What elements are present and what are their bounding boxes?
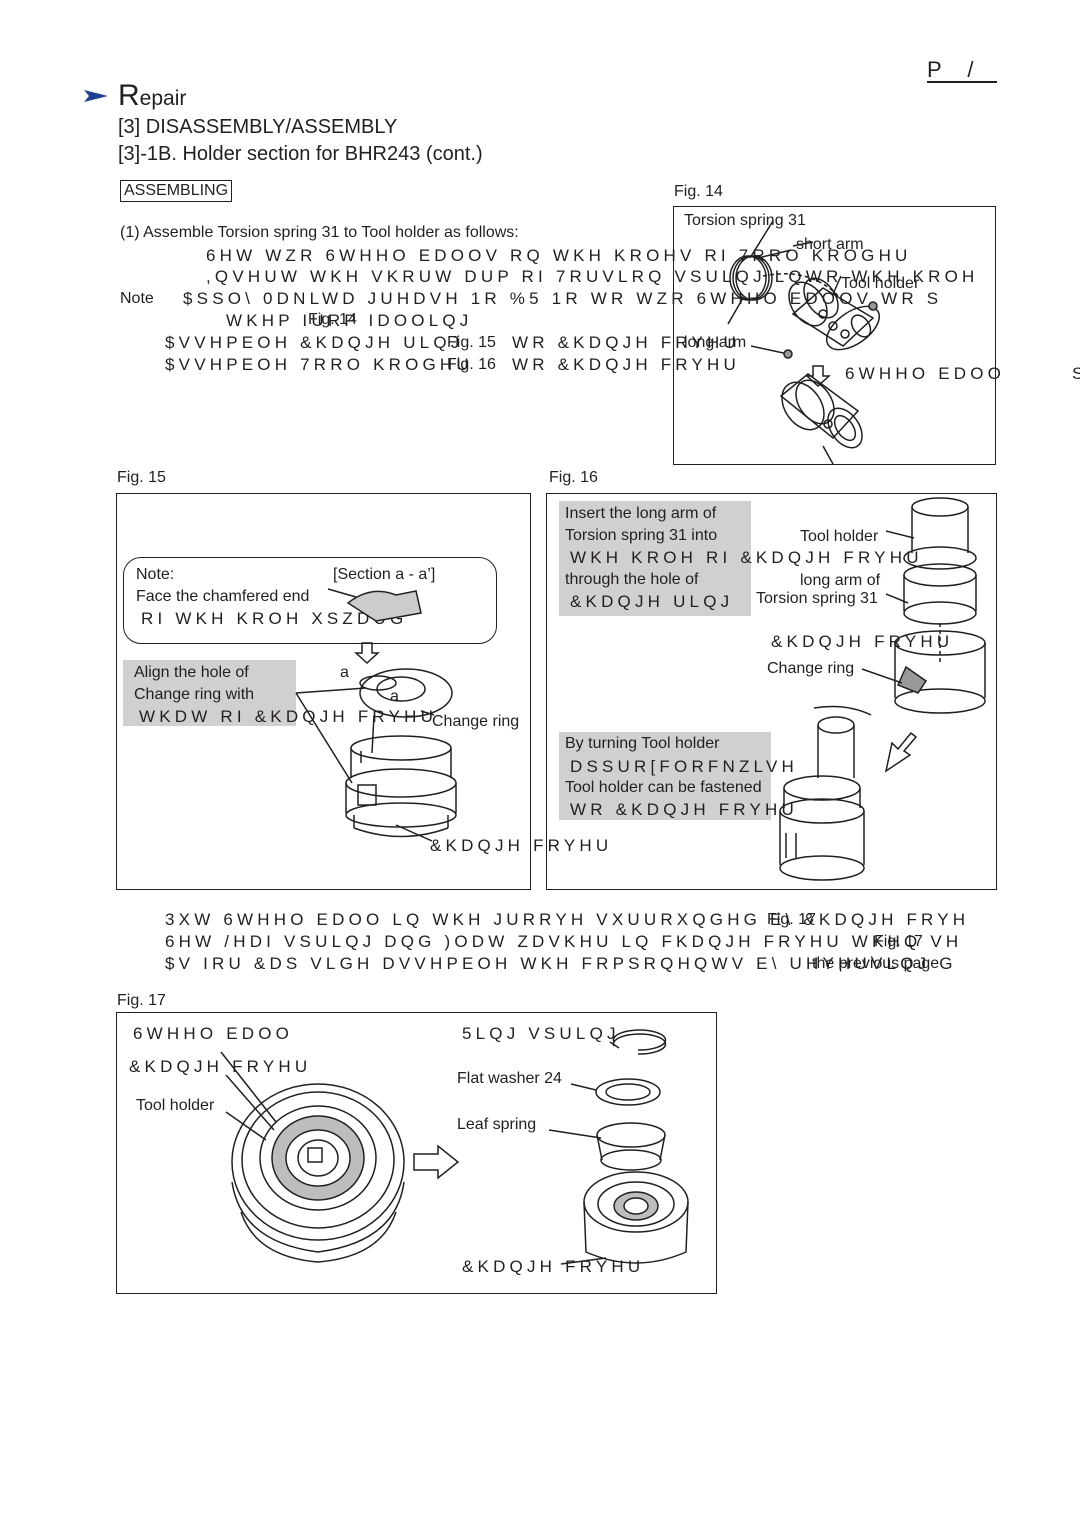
fig15-align-highlight <box>123 660 296 726</box>
fig16-insert5: &KDQJH ULQJ <box>570 592 734 611</box>
fig15-align1: Align the hole of <box>134 664 249 681</box>
step1-text: (1) Assemble Torsion spring 31 to Tool h… <box>120 224 519 241</box>
fig17-caption: Fig. 17 <box>117 992 166 1009</box>
section-arrow-icon <box>84 90 108 102</box>
fig17-steel-ball-label: 6WHHO EDOO <box>133 1024 294 1043</box>
lower-line3: $V IRU &DS VLGH DVVHPEOH WKH FRPSRQHQWV … <box>165 954 957 973</box>
fig16-turn2: DSSUR[FORFNZLVH <box>570 757 798 776</box>
fig17-flat-washer-label: Flat washer 24 <box>457 1070 562 1087</box>
fig15-ref: Fig. 15 <box>447 334 496 351</box>
fig16-tool-holder-label: Tool holder <box>800 528 879 545</box>
fig16-frame <box>546 493 997 890</box>
fig15-change-ring-label: Change ring <box>432 713 520 730</box>
fig17-ring-spring-label: 5LQJ VSULQJ <box>462 1024 620 1043</box>
note-label: Note <box>120 290 154 307</box>
fig17-tool-holder-label: Tool holder <box>136 1097 215 1114</box>
step1-line3: ,QVHUW WKH VKRUW DUP RI 7RUVLRQ VSULQJ L… <box>206 267 979 286</box>
fig16-ref: Fig. 16 <box>447 356 496 373</box>
repair-title: Repair <box>118 79 186 113</box>
fig16-change-ring-label: Change ring <box>767 660 855 677</box>
fig14-steel-ball-label: 6WHHO EDOO <box>845 364 1006 383</box>
fig14-steel-ball-tail: S <box>1072 364 1080 384</box>
fig15-face-line1: Face the chamfered end <box>136 588 310 605</box>
fig16-caption: Fig. 16 <box>549 469 598 486</box>
header-rule <box>927 81 997 83</box>
fig16-insert-highlight <box>559 501 751 616</box>
fig17-ref-a: Fig. 17 <box>767 911 816 928</box>
fig16-turn3: Tool holder can be fastened <box>565 779 762 796</box>
fig16-insert1: Insert the long arm of <box>565 505 717 522</box>
fig15-note-box <box>123 557 497 644</box>
fig17-change-cover-label: &KDQJH FRYHU <box>129 1057 312 1076</box>
fig15-change-cover-label: &KDQJH FRYHU <box>430 836 613 855</box>
fig17-leaf-spring-label: Leaf spring <box>457 1116 537 1133</box>
step1-line6: $VVHPEOH &KDQJH ULQJ <box>165 333 464 352</box>
step1-line2: 6HW WZR 6WHHO EDOOV RQ WKH KROHV RI 7RRO… <box>206 246 912 265</box>
fig15-face-line2: RI WKH KROH XSZDUG <box>141 609 408 628</box>
fig14-caption: Fig. 14 <box>674 183 723 200</box>
fig16-long-arm-label: long arm of <box>800 572 881 589</box>
subsection-heading: [3]-1B. Holder section for BHR243 (cont.… <box>118 143 483 165</box>
fig15-caption: Fig. 15 <box>117 469 166 486</box>
fig15-frame <box>116 493 531 890</box>
fig15-a-mid: a <box>390 688 399 705</box>
fig14-ref: Fig. 14 <box>308 311 357 328</box>
fig15-align3: WKDW RI &KDQJH FRYHU <box>139 707 438 726</box>
fig17-ref-b: Fig. 17 <box>874 933 923 950</box>
fig16-change-cover-label: &KDQJH FRYHU <box>771 632 954 651</box>
repair-rest: epair <box>139 87 187 110</box>
fig16-insert2: Torsion spring 31 into <box>565 527 718 544</box>
assembling-tag: ASSEMBLING <box>120 180 233 202</box>
repair-initial: R <box>118 79 140 112</box>
fig16-insert3: WKH KROH RI &KDQJH FRYHU <box>570 548 923 567</box>
fig15-drawing <box>295 588 457 842</box>
fig16-drawing <box>779 497 986 881</box>
step1-line7b: WR &KDQJH FRYHU <box>512 355 740 374</box>
step1-line4: $SSO\ 0DNLWD JUHDVH 1R %5 1R WR WZR 6WHH… <box>183 289 943 308</box>
fig16-insert4: through the hole of <box>565 571 699 588</box>
step1-line7: $VVHPEOH 7RRO KROGHU <box>165 355 473 374</box>
fig16-torsion-spring-label: Torsion spring 31 <box>756 590 878 607</box>
fig14-long-arm-label: long arm <box>684 334 747 351</box>
step1-line5: WKHP IURP IDOOLQJ <box>226 311 473 330</box>
fig17-drawing <box>220 1029 689 1265</box>
fig17-frame <box>116 1012 717 1294</box>
fig16-turn-highlight <box>559 732 771 820</box>
prev-page-ref: the previous page <box>812 955 940 972</box>
page-code: P / <box>927 57 984 82</box>
step1-line6b: WR &KDQJH FRYHU <box>512 333 740 352</box>
fig15-note-label: Note: <box>136 566 175 583</box>
fig15-align2: Change ring with <box>134 686 255 703</box>
fig14-drawing <box>727 220 880 465</box>
fig14-torsion-spring-label: Torsion spring 31 <box>684 212 806 229</box>
lower-line1: 3XW 6WHHO EDOO LQ WKH JURRYH VXUURXQGHG … <box>165 910 970 929</box>
assembling-tag-label: ASSEMBLING <box>124 182 229 199</box>
lower-line2: 6HW /HDI VSULQJ DQG )ODW ZDVKHU LQ FKDQJ… <box>165 932 963 951</box>
section-heading: [3] DISASSEMBLY/ASSEMBLY <box>118 116 398 138</box>
fig16-turn1: By turning Tool holder <box>565 735 720 752</box>
fig14-tool-holder-label: Tool holder <box>841 275 920 292</box>
fig14-frame <box>673 206 996 465</box>
fig16-turn4: WR &KDQJH FRYHU <box>570 800 798 819</box>
fig14-short-arm-label: short arm <box>796 236 864 253</box>
fig17-change-cover-bottom-label: &KDQJH FRYHU <box>462 1257 645 1276</box>
fig15-a-top: a <box>340 664 349 681</box>
fig15-section-label: [Section a - a’] <box>333 566 436 583</box>
